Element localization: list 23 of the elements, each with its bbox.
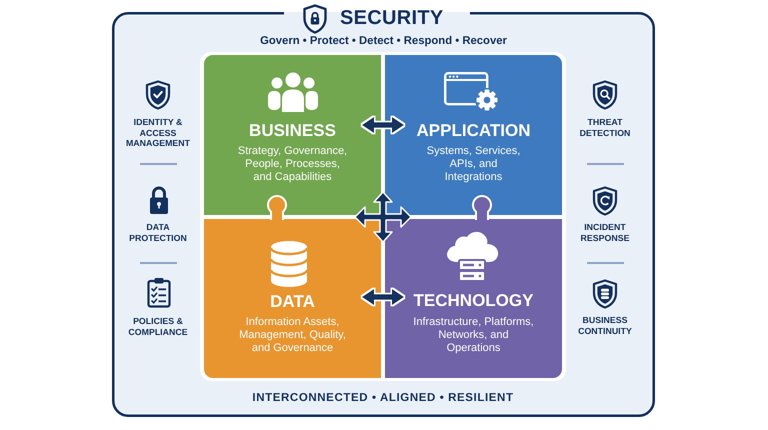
puzzle-piece	[385, 55, 562, 215]
capability-label: IDENTITY & ACCESS MANAGEMENT	[124, 117, 192, 148]
piece-description: Systems, Services, APIs, and Integrations	[426, 144, 522, 184]
capability-label: POLICIES & COMPLIANCE	[127, 316, 189, 337]
piece-title: BUSINESS	[249, 121, 336, 141]
tagline: INTERCONNECTED • ALIGNED • RESILIENT	[252, 391, 514, 405]
capability-label: THREAT DETECTION	[578, 117, 632, 138]
double-arrow	[362, 117, 404, 133]
capability-label: INCIDENT RESPONSE	[580, 222, 630, 243]
piece-description: Information Assets, Management, Quality, and Governance	[238, 316, 347, 354]
piece-title: APPLICATION	[416, 121, 530, 141]
piece-description: Strategy, Governance, People, Processes, and Capabilities	[236, 144, 348, 184]
capability-label: DATA PROTECTION	[128, 222, 188, 243]
piece-title: TECHNOLOGY	[414, 291, 534, 311]
frame-title: SECURITY	[340, 6, 444, 30]
piece-description: Infrastructure, Platforms, Networks, and Operations	[412, 316, 535, 354]
double-arrow	[362, 289, 404, 305]
puzzle-piece	[385, 219, 562, 378]
frame-subtitle: Govern • Protect • Detect • Respond • Recover	[260, 34, 507, 48]
capability-label: BUSINESS CONTINUITY	[577, 315, 633, 336]
piece-title: DATA	[270, 292, 315, 312]
puzzle-piece	[204, 55, 381, 215]
puzzle-piece	[204, 219, 381, 378]
